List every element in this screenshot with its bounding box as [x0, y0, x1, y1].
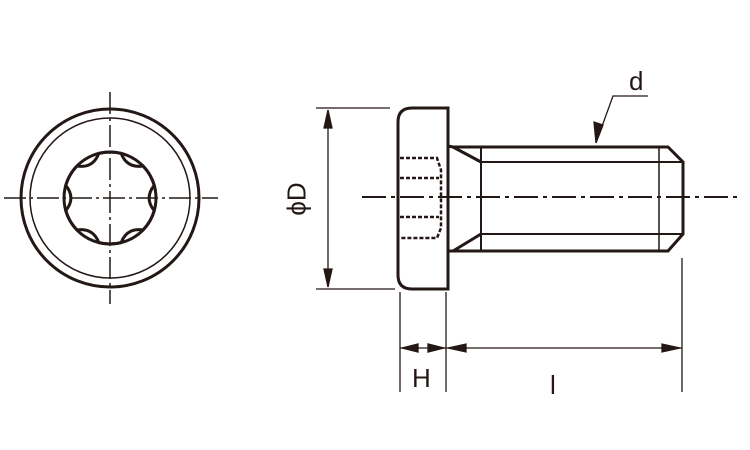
- label-d: d: [629, 66, 644, 96]
- hidden-recess: [400, 156, 443, 240]
- arrow-icon: [323, 109, 333, 288]
- label-H: H: [412, 363, 431, 393]
- top-view: [4, 92, 218, 304]
- side-view: [362, 106, 742, 291]
- fillet-bottom: [452, 232, 482, 253]
- label-l: l: [550, 370, 556, 400]
- screw-head: [396, 106, 450, 291]
- leader-line-d: [596, 95, 648, 141]
- arrow-icon: [593, 121, 604, 144]
- dimensions: [316, 95, 683, 392]
- arrow-icon: [401, 343, 681, 353]
- fillet-top: [452, 145, 482, 164]
- label-D: ϕD: [281, 182, 312, 216]
